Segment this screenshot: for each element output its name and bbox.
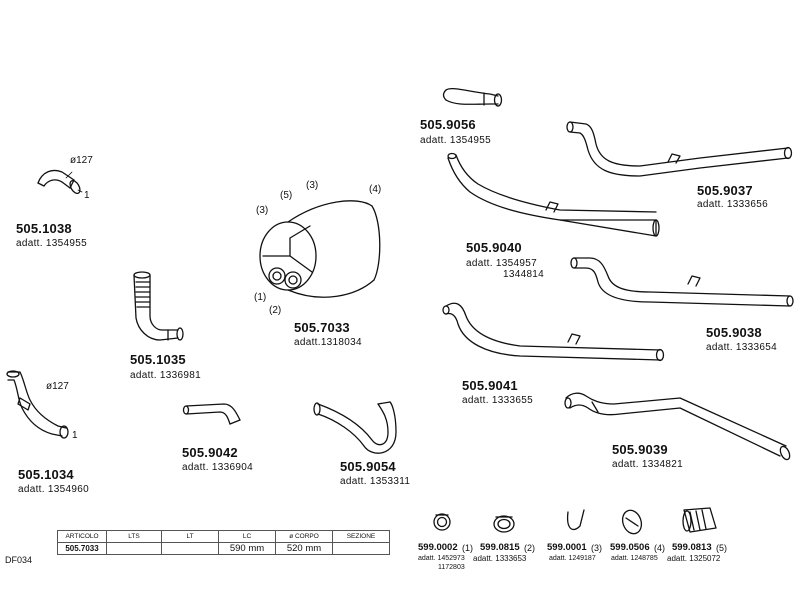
part-505-9054-code: 505.9054 [340, 459, 396, 474]
accessory-599-0002-drawing [433, 513, 451, 531]
part-505-1038-drawing [37, 169, 83, 195]
part-505-1038-marker: 1 [84, 190, 90, 201]
part-505-7033-code: 505.7033 [294, 320, 350, 335]
spec-table-row: 505.7033 590 mm 520 mm [57, 542, 390, 555]
spec-value-lc: 590 mm [218, 542, 276, 555]
part-505-9056-drawing [442, 88, 503, 107]
part-505-9040-code: 505.9040 [466, 240, 522, 255]
accessory-num: (2) [524, 543, 535, 553]
part-505-1035-adatt: adatt. 1336981 [130, 370, 201, 381]
accessory-num: (5) [716, 543, 727, 553]
part-505-9039-drawing [564, 392, 791, 461]
accessory-599-0506-adatt: adatt. 1248785 [611, 555, 658, 562]
accessory-599-0001-adatt: adatt. 1249187 [549, 555, 596, 562]
part-505-9041-adatt: adatt. 1333655 [462, 395, 533, 406]
silencer-callout-2: (2) [269, 305, 282, 316]
part-505-9040-adatt: adatt. 1354957 [466, 258, 537, 269]
part-505-1034-code: 505.1034 [18, 467, 74, 482]
accessory-code: 599.0506 [610, 542, 650, 553]
spec-value-corpo: 520 mm [275, 542, 333, 555]
part-505-1034-dim: ø127 [46, 381, 69, 392]
part-505-9054-drawing [313, 401, 397, 454]
accessory-599-0002-adatt2: 1172803 [438, 564, 465, 571]
part-505-7033-drawing [259, 200, 381, 298]
part-505-9042-code: 505.9042 [182, 445, 238, 460]
spec-value-articolo: 505.7033 [57, 542, 107, 555]
part-505-9041-drawing [442, 302, 665, 362]
accessory-599-0813-adatt: adatt. 1325072 [667, 554, 721, 563]
accessory-code: 599.0002 [418, 542, 458, 553]
part-505-9037-drawing [566, 121, 793, 177]
part-505-9038-code: 505.9038 [706, 325, 762, 340]
part-505-9056-code: 505.9056 [420, 117, 476, 132]
accessory-599-0002-adatt: adatt. 1452973 [418, 555, 465, 562]
part-505-7033-adatt: adatt.1318034 [294, 337, 362, 348]
spec-header-sezione: SEZIONE [332, 530, 390, 543]
spec-header-lc: LC [218, 530, 276, 543]
accessory-num: (3) [591, 543, 602, 553]
accessory-599-0815-drawing [493, 515, 515, 533]
accessory-599-0001-drawing [566, 509, 585, 531]
accessory-num: (4) [654, 543, 665, 553]
accessory-num: (1) [462, 543, 473, 553]
spec-header-articolo: ARTICOLO [57, 530, 107, 543]
part-505-1038-dim: ø127 [70, 155, 93, 166]
silencer-callout-3b: (3) [306, 180, 319, 191]
accessory-599-0813-drawing [682, 507, 717, 533]
part-505-1035-drawing [133, 271, 184, 341]
part-505-1038-adatt: adatt. 1354955 [16, 238, 87, 249]
accessory-code: 599.0815 [480, 542, 520, 553]
document-code: DF034 [5, 555, 33, 565]
spec-value-sezione [332, 542, 390, 555]
spec-value-lts [106, 542, 162, 555]
silencer-callout-4: (4) [369, 184, 382, 195]
silencer-callout-5: (5) [280, 190, 293, 201]
part-505-9040-drawing [447, 152, 660, 237]
part-505-9037-code: 505.9037 [697, 183, 753, 198]
part-505-9042-drawing [182, 403, 241, 425]
spec-header-lt: LT [161, 530, 219, 543]
accessory-code: 599.0001 [547, 542, 587, 553]
silencer-callout-3a: (3) [256, 205, 269, 216]
accessory-599-0815-adatt: adatt. 1333653 [473, 554, 527, 563]
part-505-9056-adatt: adatt. 1354955 [420, 135, 491, 146]
part-505-1038-code: 505.1038 [16, 221, 72, 236]
part-505-1034-marker: 1 [72, 430, 78, 441]
spec-table: ARTICOLO LTS LT LC ø CORPO SEZIONE 505.7… [57, 530, 390, 555]
part-505-9039-code: 505.9039 [612, 442, 668, 457]
part-505-9037-adatt: adatt. 1333656 [697, 199, 768, 210]
spec-table-header-row: ARTICOLO LTS LT LC ø CORPO SEZIONE [57, 530, 390, 543]
part-505-9041-code: 505.9041 [462, 378, 518, 393]
accessory-599-0506-drawing [621, 509, 643, 535]
spec-header-corpo: ø CORPO [275, 530, 333, 543]
part-505-9038-adatt: adatt. 1333654 [706, 342, 777, 353]
accessory-code: 599.0813 [672, 542, 712, 553]
part-505-1035-code: 505.1035 [130, 352, 186, 367]
part-505-9054-adatt: adatt. 1353311 [340, 476, 411, 487]
part-505-9040-adatt2: 1344814 [503, 269, 545, 280]
spec-header-lts: LTS [106, 530, 162, 543]
part-505-1034-adatt: adatt. 1354960 [18, 484, 89, 495]
part-505-9042-adatt: adatt. 1336904 [182, 462, 253, 473]
part-505-1034-drawing [6, 370, 69, 439]
silencer-callout-1: (1) [254, 292, 267, 303]
part-505-9039-adatt: adatt. 1334821 [612, 459, 683, 470]
part-505-9038-drawing [570, 257, 794, 307]
spec-value-lt [161, 542, 219, 555]
